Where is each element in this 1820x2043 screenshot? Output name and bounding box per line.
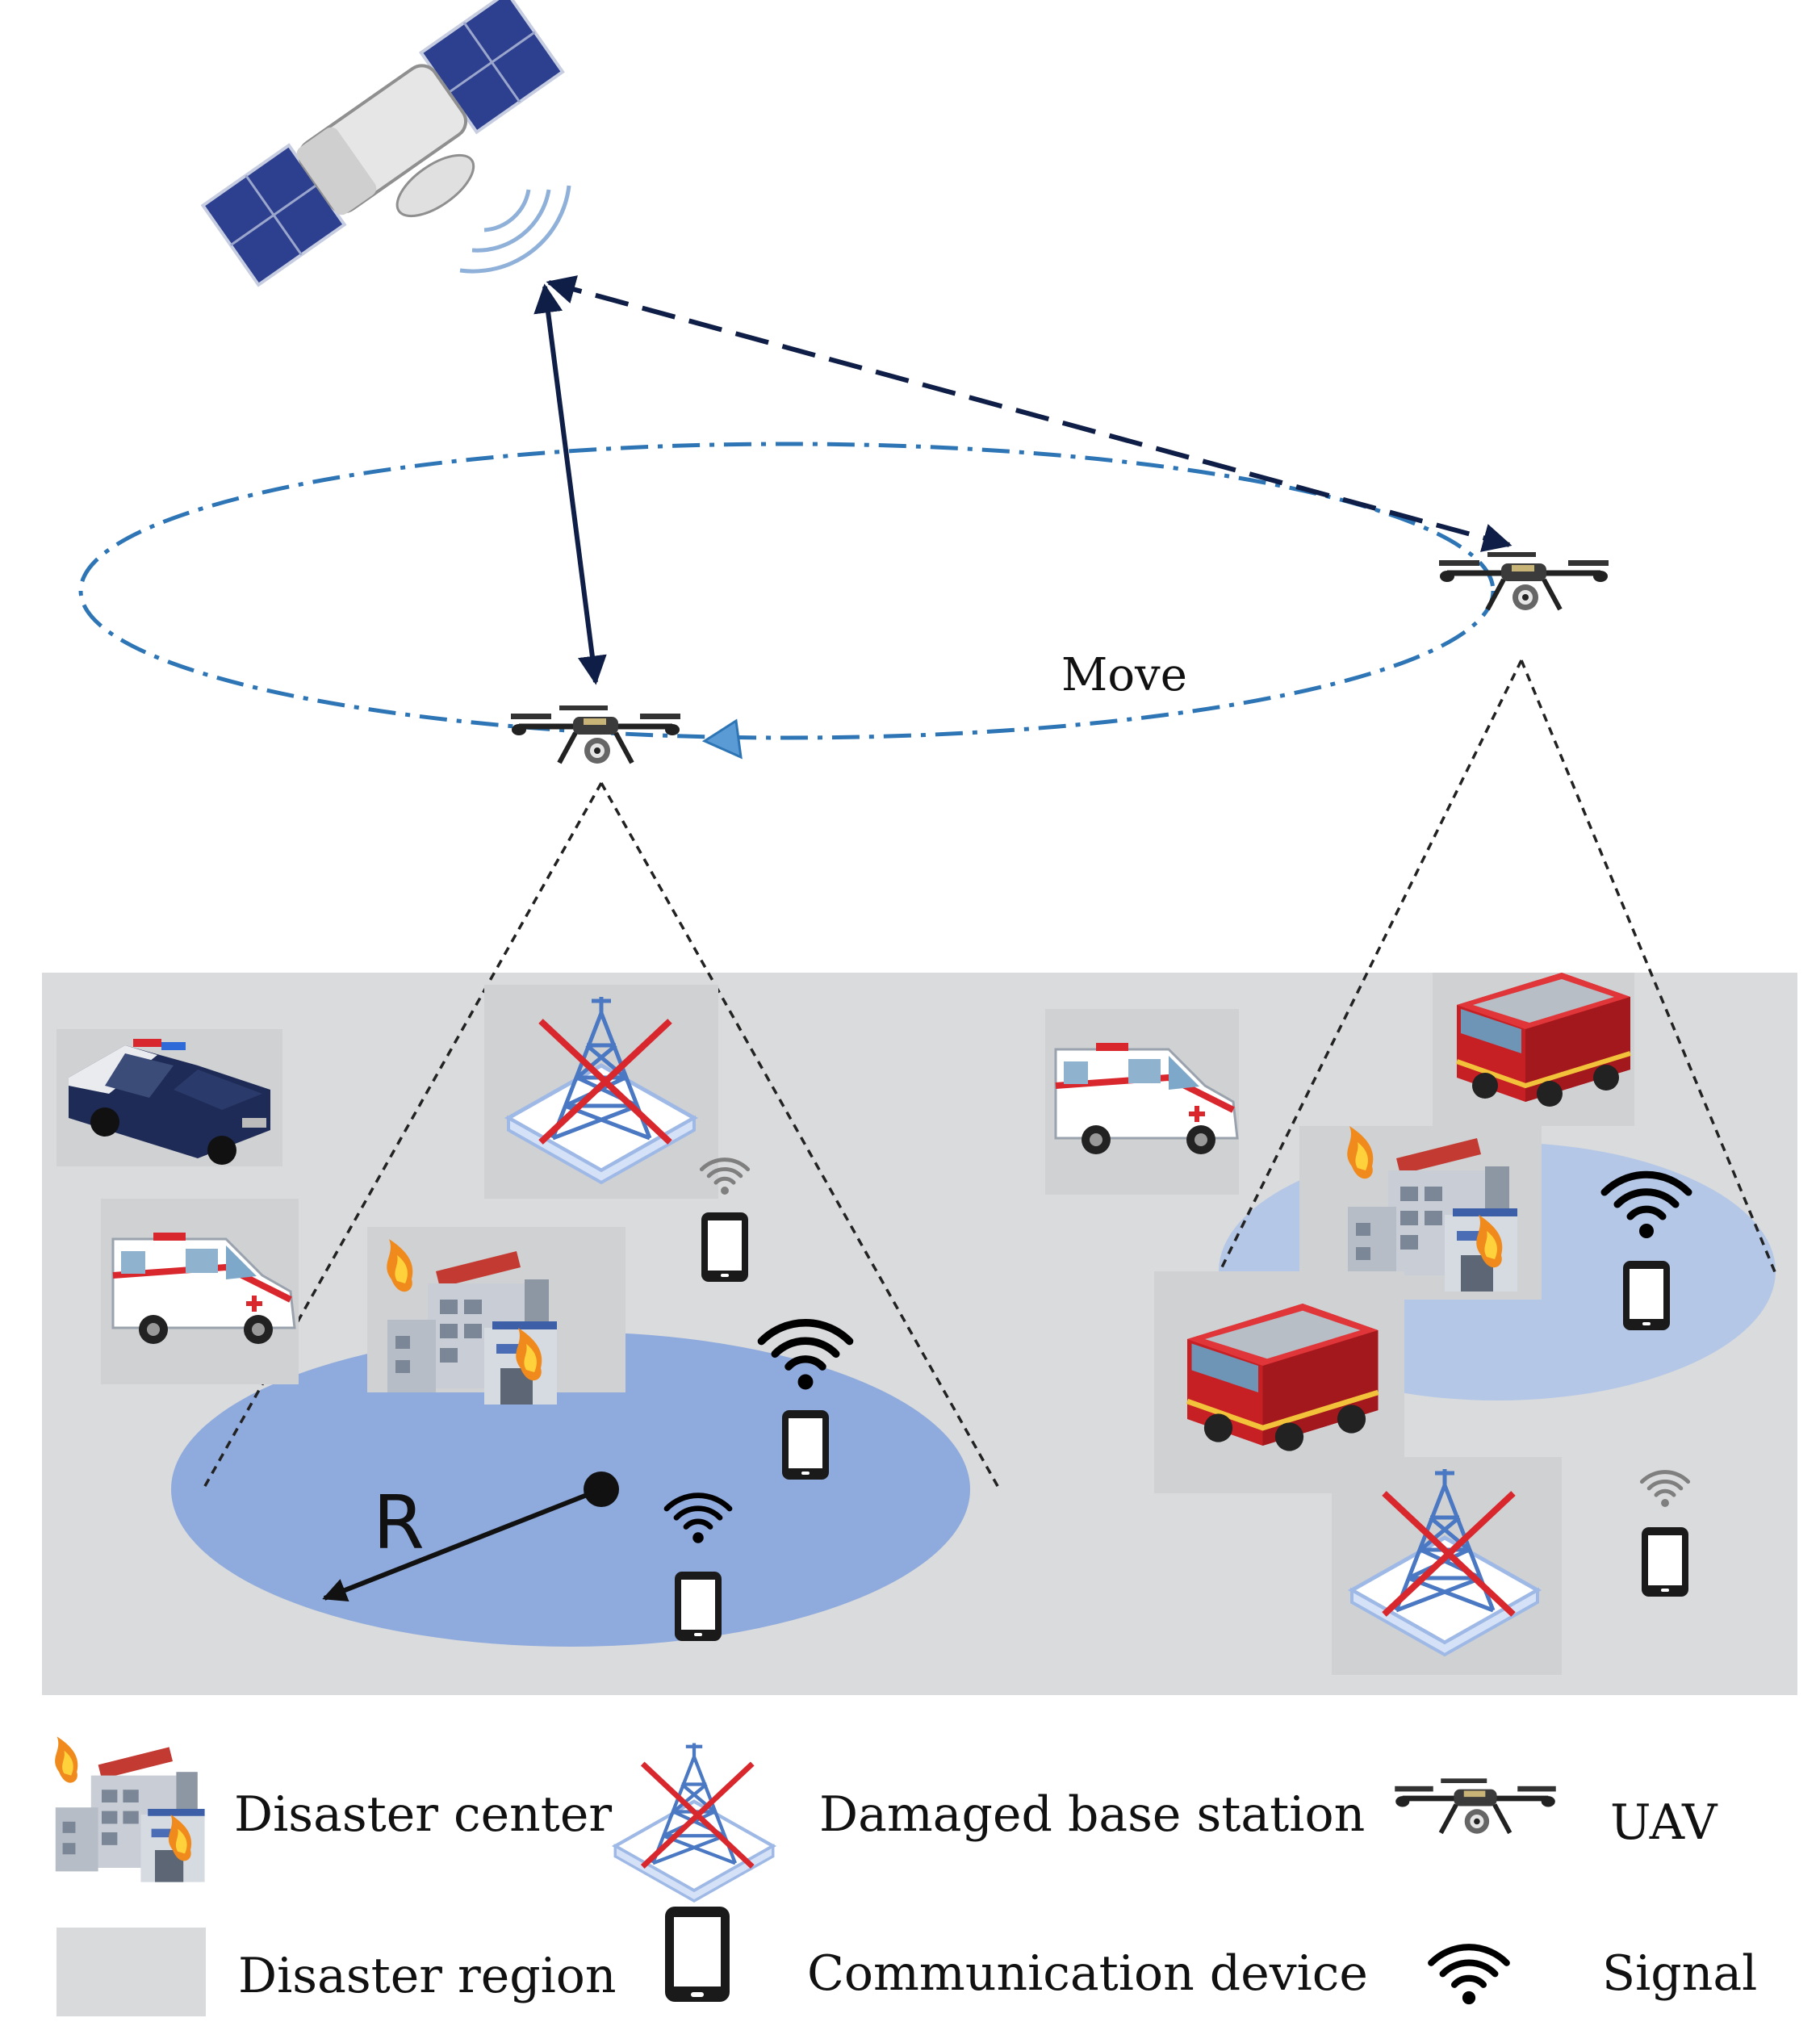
satellite-uav-link-solid xyxy=(533,283,607,685)
ambulance-icon xyxy=(101,1199,299,1384)
legend: Disaster center Damaged base station UAV… xyxy=(55,1736,1757,2016)
disaster-region-swatch xyxy=(56,1928,206,2016)
uav-orbit-path xyxy=(78,442,1496,740)
fire-truck-icon xyxy=(1433,973,1634,1126)
phone-icon xyxy=(1642,1527,1688,1597)
phone-icon xyxy=(665,1907,730,2002)
radius-arrow xyxy=(322,1487,603,1602)
legend-damaged-base-station: Damaged base station xyxy=(819,1786,1365,1843)
damaged-tower-icon xyxy=(615,1744,773,1902)
radius-label: R xyxy=(373,1480,425,1566)
legend-signal: Signal xyxy=(1602,1945,1757,2002)
ambulance-icon xyxy=(1045,1009,1239,1195)
satellite-uav-link-dashed xyxy=(546,275,1512,552)
legend-disaster-region: Disaster region xyxy=(238,1948,617,2004)
phone-icon xyxy=(675,1572,722,1641)
damaged-tower-icon xyxy=(1332,1457,1562,1675)
phone-icon xyxy=(782,1410,829,1480)
phone-icon xyxy=(701,1212,748,1282)
burning-building-icon xyxy=(367,1227,625,1405)
legend-uav: UAV xyxy=(1610,1794,1718,1851)
legend-communication-device: Communication device xyxy=(807,1945,1368,2002)
fire-truck-icon xyxy=(1154,1271,1404,1493)
wifi-signal-icon xyxy=(1431,1947,1507,2004)
coverage-area-left xyxy=(171,1332,970,1647)
move-arrow-head xyxy=(701,718,743,760)
damaged-tower-icon xyxy=(484,985,718,1199)
burning-building-icon xyxy=(55,1736,205,1882)
satellite-icon xyxy=(200,0,571,287)
legend-disaster-center: Disaster center xyxy=(234,1786,612,1843)
burning-building-icon xyxy=(1299,1126,1542,1300)
uav-icon xyxy=(1439,552,1609,610)
move-label: Move xyxy=(1061,649,1187,701)
phone-icon xyxy=(1623,1261,1670,1330)
uav-icon xyxy=(511,705,680,764)
police-car-icon xyxy=(56,1029,282,1166)
uav-icon xyxy=(1395,1778,1556,1833)
coverage-cone-lines xyxy=(200,659,1777,1492)
